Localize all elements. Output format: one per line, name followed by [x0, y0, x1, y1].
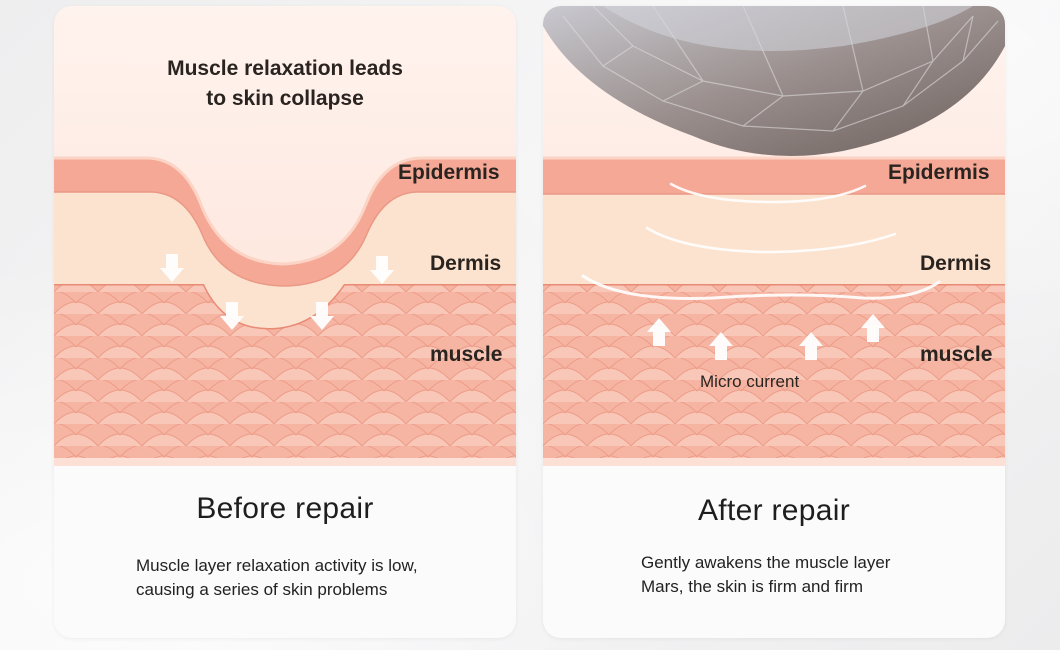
collapse-caption-line1: Muscle relaxation leads — [167, 57, 403, 80]
down-arrow-icon — [160, 254, 184, 282]
collapse-caption-line2: to skin collapse — [206, 87, 364, 110]
down-arrow-icon — [370, 256, 394, 284]
up-arrow-icon — [861, 314, 885, 342]
up-arrow-icon — [647, 318, 671, 346]
card-title-after: After repair — [698, 494, 850, 527]
collapsed-skin-illustration — [54, 6, 516, 466]
description-line1: Gently awakens the muscle layer — [641, 553, 891, 572]
micro-current-label: Micro current — [700, 372, 800, 391]
down-arrow-icon — [220, 302, 244, 330]
label-dermis: Dermis — [920, 252, 992, 275]
card-description-before: Muscle layer relaxation activity is low,… — [136, 554, 418, 602]
card-title-before: Before repair — [196, 492, 374, 525]
description-line2: Mars, the skin is firm and firm — [641, 577, 863, 596]
label-muscle: muscle — [920, 343, 993, 366]
label-epidermis: Epidermis — [398, 161, 500, 184]
collapse-caption: Muscle relaxation leads to skin collapse — [54, 54, 516, 114]
down-arrow-icon — [310, 302, 334, 330]
label-muscle: muscle — [430, 343, 503, 366]
up-arrow-icon — [799, 332, 823, 360]
up-arrow-icon — [709, 332, 733, 360]
before-repair-card: Muscle relaxation leads to skin collapse… — [54, 6, 516, 638]
beauty-device-head — [543, 6, 1005, 156]
label-epidermis: Epidermis — [888, 161, 990, 184]
after-repair-card: Epidermis Dermis muscle Micro current Af… — [543, 6, 1005, 638]
description-line1: Muscle layer relaxation activity is low, — [136, 556, 418, 575]
firm-skin-illustration — [543, 6, 1005, 466]
label-dermis: Dermis — [430, 252, 502, 275]
card-description-after: Gently awakens the muscle layer Mars, th… — [641, 551, 890, 599]
description-line2: causing a series of skin problems — [136, 580, 388, 599]
